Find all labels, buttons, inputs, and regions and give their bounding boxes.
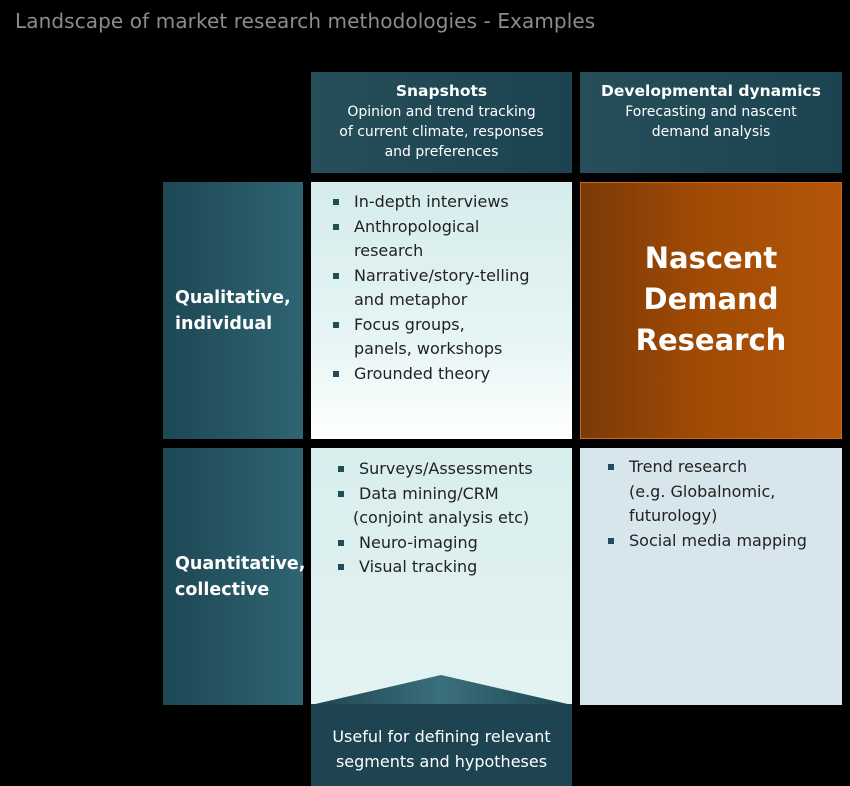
column-subtitle-line: Opinion and trend tracking [347,104,536,120]
highlight-text: Nascent Demand Research [635,241,787,357]
column-header-snapshots: Snapshots Opinion and trend tracking of … [311,72,572,173]
list-item: Neuro-imaging [336,531,572,556]
list-item: Grounded theory [331,362,572,387]
list-item: Focus groups,panels, workshops [331,313,572,362]
list-item: In-depth interviews [331,190,572,215]
column-header-developmental-dynamics: Developmental dynamics Forecasting and n… [580,72,842,173]
cell-nascent-demand-research: Nascent Demand Research [580,182,842,439]
row-label-line: individual [175,313,273,334]
column-subtitle-line: Forecasting and nascent [625,104,797,120]
column-subtitle-line: and preferences [384,144,499,160]
list-item: Trend research(e.g. Globalnomic,futurolo… [606,455,842,529]
row-label-qualitative: Qualitative, individual [163,182,303,439]
footer-line: segments and hypotheses [335,752,548,771]
page-title: Landscape of market research methodologi… [15,9,596,33]
footer-arrow-roof [311,675,572,705]
list-item: Data mining/CRM(conjoint analysis etc) [336,482,572,531]
list-item: Visual tracking [336,555,572,580]
column-subtitle-line: demand analysis [651,124,771,140]
cell-quantitative-snapshots: Surveys/Assessments Data mining/CRM(conj… [311,448,572,705]
column-title: Developmental dynamics [601,82,821,100]
list-item: Social media mapping [606,529,842,554]
footer-line: Useful for defining relevant [332,727,551,746]
list-item: Surveys/Assessments [336,457,572,482]
footer-note: Useful for defining relevant segments an… [311,704,572,786]
column-title: Snapshots [395,82,488,100]
cell-quantitative-dynamics: Trend research(e.g. Globalnomic,futurolo… [580,448,842,705]
row-label-quantitative: Quantitative, collective [163,448,306,705]
row-label-line: collective [175,579,270,600]
column-subtitle-line: of current climate, responses [339,124,544,140]
row-label-line: Quantitative, [175,553,306,574]
row-label-line: Qualitative, [175,287,291,308]
